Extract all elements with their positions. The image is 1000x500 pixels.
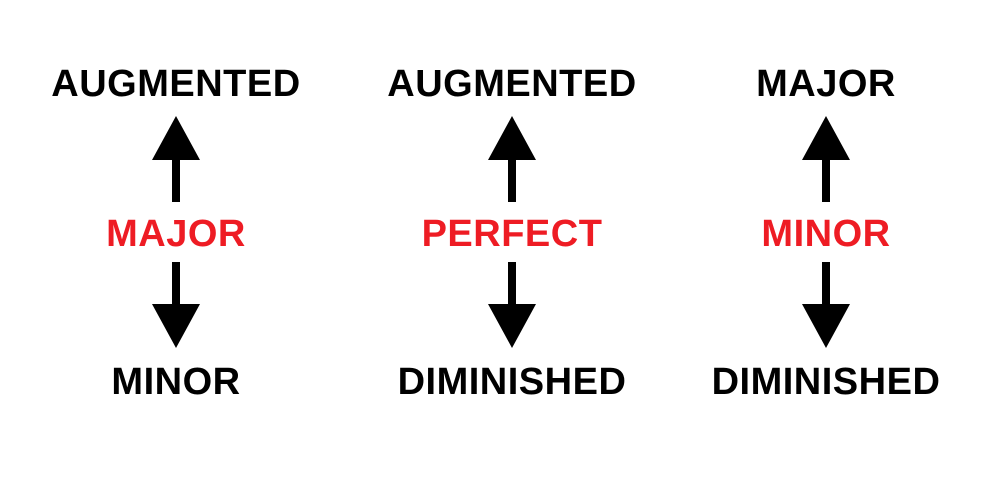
bottom-label: MINOR: [111, 361, 241, 403]
center-label: PERFECT: [421, 213, 603, 255]
center-label: MAJOR: [106, 213, 246, 255]
top-label: MAJOR: [756, 63, 896, 105]
top-label: AUGMENTED: [51, 63, 301, 105]
column-major: AUGMENTED MAJOR MINOR: [26, 0, 326, 500]
arrow-up-icon: [802, 116, 850, 202]
arrow-down-icon: [488, 262, 536, 348]
column-minor: MAJOR MINOR DIMINISHED: [676, 0, 976, 500]
top-label: AUGMENTED: [387, 63, 637, 105]
arrow-up-icon: [152, 116, 200, 202]
arrow-down-icon: [802, 262, 850, 348]
arrow-up-icon: [488, 116, 536, 202]
bottom-label: DIMINISHED: [711, 361, 941, 403]
column-perfect: AUGMENTED PERFECT DIMINISHED: [362, 0, 662, 500]
center-label: MINOR: [761, 213, 891, 255]
bottom-label: DIMINISHED: [397, 361, 627, 403]
arrow-down-icon: [152, 262, 200, 348]
